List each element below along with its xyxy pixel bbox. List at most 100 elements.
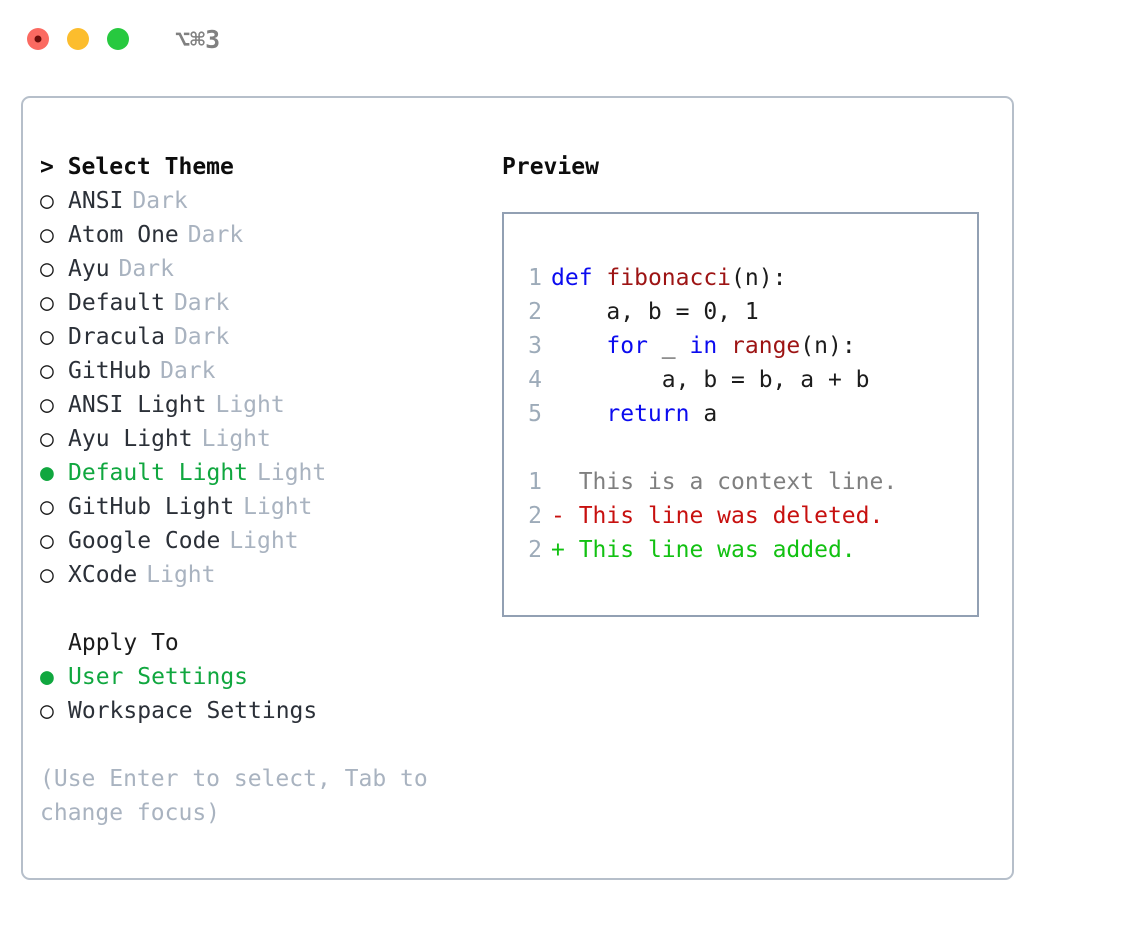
theme-variant-tag: Light — [243, 494, 313, 520]
line-number: 1 — [528, 469, 542, 495]
code-token — [593, 265, 607, 291]
radio-unselected-icon: ○ — [40, 494, 54, 520]
apply-to-option-user-settings[interactable]: ● User Settings — [40, 660, 490, 694]
code-token: for — [606, 333, 648, 359]
theme-variant-tag: Light — [229, 528, 299, 554]
radio-unselected-icon: ○ — [40, 358, 54, 384]
list-spacer — [40, 592, 490, 626]
code-token: fibonacci — [606, 265, 732, 291]
theme-variant-tag: Dark — [132, 188, 188, 214]
radio-unselected-icon: ○ — [40, 562, 54, 588]
theme-option-label: Dracula — [68, 324, 165, 350]
theme-option-github-light[interactable]: ○ GitHub Light Light — [40, 490, 490, 524]
theme-variant-tag: Light — [257, 460, 327, 486]
theme-option-google-code[interactable]: ○ Google Code Light — [40, 524, 490, 558]
code-token: in — [689, 333, 718, 359]
code-token: range — [731, 333, 801, 359]
radio-unselected-icon: ○ — [40, 256, 54, 282]
apply-to-option-workspace-settings[interactable]: ○ Workspace Settings — [40, 694, 490, 728]
preview-title: Preview — [502, 154, 599, 180]
shortcut-label: ⌥⌘3 — [175, 24, 221, 54]
diff-text: This is a context line. — [564, 469, 898, 495]
diff-sign: + — [551, 537, 565, 563]
line-number: 2 — [528, 503, 542, 529]
code-token — [551, 333, 606, 359]
theme-option-label: ANSI Light — [68, 392, 207, 418]
diff-sign — [551, 469, 565, 495]
diff-line-ctx: 1 This is a context line. — [518, 465, 897, 499]
radio-selected-icon: ● — [40, 460, 54, 486]
apply-to-option-label: Workspace Settings — [68, 698, 318, 724]
line-number: 2 — [528, 299, 542, 325]
line-number: 1 — [528, 265, 542, 291]
theme-option-label: Atom One — [68, 222, 179, 248]
code-line: 1 def fibonacci(n): — [518, 261, 897, 295]
radio-unselected-icon: ○ — [40, 392, 54, 418]
page-title: > Select Theme — [40, 154, 234, 180]
theme-option-default[interactable]: ○ Default Dark — [40, 286, 490, 320]
theme-variant-tag: Dark — [173, 290, 230, 316]
theme-option-label: Google Code — [68, 528, 221, 554]
theme-option-dracula[interactable]: ○ Dracula Dark — [40, 320, 490, 354]
diff-text: This line was deleted. — [564, 503, 884, 529]
code-token: a — [689, 401, 718, 427]
radio-unselected-icon: ○ — [40, 222, 54, 248]
code-line: 5 return a — [518, 397, 897, 431]
theme-option-default-light[interactable]: ● Default Light Light — [40, 456, 490, 490]
radio-selected-icon: ● — [40, 664, 54, 690]
diff-line-del: 2- This line was deleted. — [518, 499, 897, 533]
radio-unselected-icon: ○ — [40, 290, 54, 316]
radio-unselected-icon: ○ — [40, 324, 54, 350]
maximize-button[interactable] — [107, 28, 129, 50]
code-token: def — [551, 265, 593, 291]
code-token — [717, 333, 731, 359]
code-token: a, b = b, a + b — [551, 367, 870, 393]
radio-unselected-icon: ○ — [40, 188, 54, 214]
minimize-button[interactable] — [67, 28, 89, 50]
radio-unselected-icon: ○ — [40, 426, 54, 452]
theme-variant-tag: Dark — [160, 358, 216, 384]
radio-unselected-icon: ○ — [40, 528, 54, 554]
code-line: 4 a, b = b, a + b — [518, 363, 897, 397]
code-line: 3 for _ in range(n): — [518, 329, 897, 363]
code-token: a, b = 0, 1 — [551, 299, 759, 325]
apply-to-option-list: ● User Settings ○ Workspace Settings — [40, 660, 490, 728]
theme-option-label: Default — [68, 290, 165, 316]
code-token: _ — [647, 333, 690, 359]
line-number: 2 — [528, 537, 542, 563]
radio-unselected-icon: ○ — [40, 698, 54, 724]
diff-line-add: 2 + This line was added. — [518, 533, 897, 567]
code-token: return — [606, 401, 690, 427]
close-button[interactable] — [27, 28, 49, 50]
theme-variant-tag: Dark — [118, 256, 174, 282]
line-number: 3 — [528, 333, 542, 359]
theme-option-label: ANSI — [68, 188, 124, 214]
diff-sign: - — [551, 503, 565, 529]
code-token: (n): — [800, 333, 856, 359]
diff-text: This line was added. — [564, 537, 856, 563]
apply-to-header: Apply To — [68, 630, 179, 656]
theme-variant-tag: Light — [146, 562, 216, 588]
apply-to-option-label: User Settings — [68, 664, 249, 690]
line-number: 5 — [528, 401, 542, 427]
code-token: (n): — [731, 265, 787, 291]
line-number: 4 — [528, 367, 542, 393]
theme-option-label: Default Light — [68, 460, 249, 486]
theme-option-label: GitHub Light — [68, 494, 235, 520]
code-diff-separator — [518, 431, 897, 465]
theme-option-label: Ayu — [68, 256, 110, 282]
theme-option-ansi[interactable]: ○ ANSI Dark — [40, 184, 490, 218]
theme-variant-tag: Dark — [173, 324, 230, 350]
theme-option-label: Ayu Light — [68, 426, 193, 452]
theme-option-ayu[interactable]: ○ Ayu Dark — [40, 252, 490, 286]
